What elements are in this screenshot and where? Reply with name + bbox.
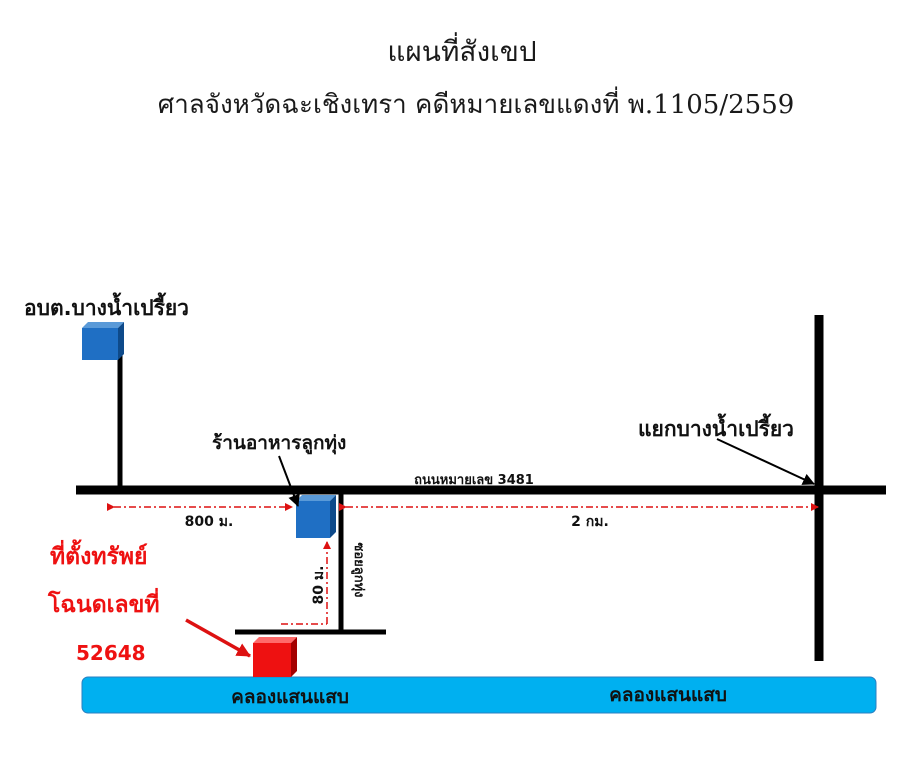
junction-pointer-arrow [716, 438, 815, 485]
property-marker [253, 637, 297, 677]
distance-obt-restaurant: 800 ม. [185, 514, 234, 530]
property-label-line2: โฉนดเลขที่ [47, 587, 160, 618]
canal-label-right: คลองแสนแสบ [609, 684, 727, 706]
restaurant-label: ร้านอาหารลูกทุ่ง [212, 432, 346, 455]
main-road-label: ถนนหมายเลข 3481 [414, 473, 534, 488]
map-subtitle: ศาลจังหวัดฉะเชิงเทรา คดีหมายเลขแดงที่ พ.… [157, 90, 795, 120]
restaurant-marker [296, 495, 336, 538]
obt-marker [82, 322, 124, 360]
roads [76, 315, 886, 661]
property-pointer-arrow [185, 618, 251, 658]
property-deed-number: 52648 [76, 641, 146, 665]
side-road-label: ซอยลูกทุ่ง [351, 542, 366, 597]
junction-label: แยกบางน้ำเปรี้ยว [638, 413, 794, 441]
canal-label-left: คลองแสนแสบ [231, 686, 349, 708]
distance-restaurant-junction: 2 กม. [571, 514, 609, 530]
dimension-side-road [281, 541, 331, 625]
obt-label: อบต.บางน้ำเปรี้ยว [24, 292, 189, 320]
distance-side-road: 80 ม. [311, 566, 327, 605]
map-title: แผนที่สังเขป [387, 35, 537, 68]
property-label-line1: ที่ตั้งทรัพย์ [50, 539, 147, 570]
canal: คลองแสนแสบ คลองแสนแสบ [81, 676, 877, 714]
restaurant-pointer-arrow [278, 455, 300, 507]
